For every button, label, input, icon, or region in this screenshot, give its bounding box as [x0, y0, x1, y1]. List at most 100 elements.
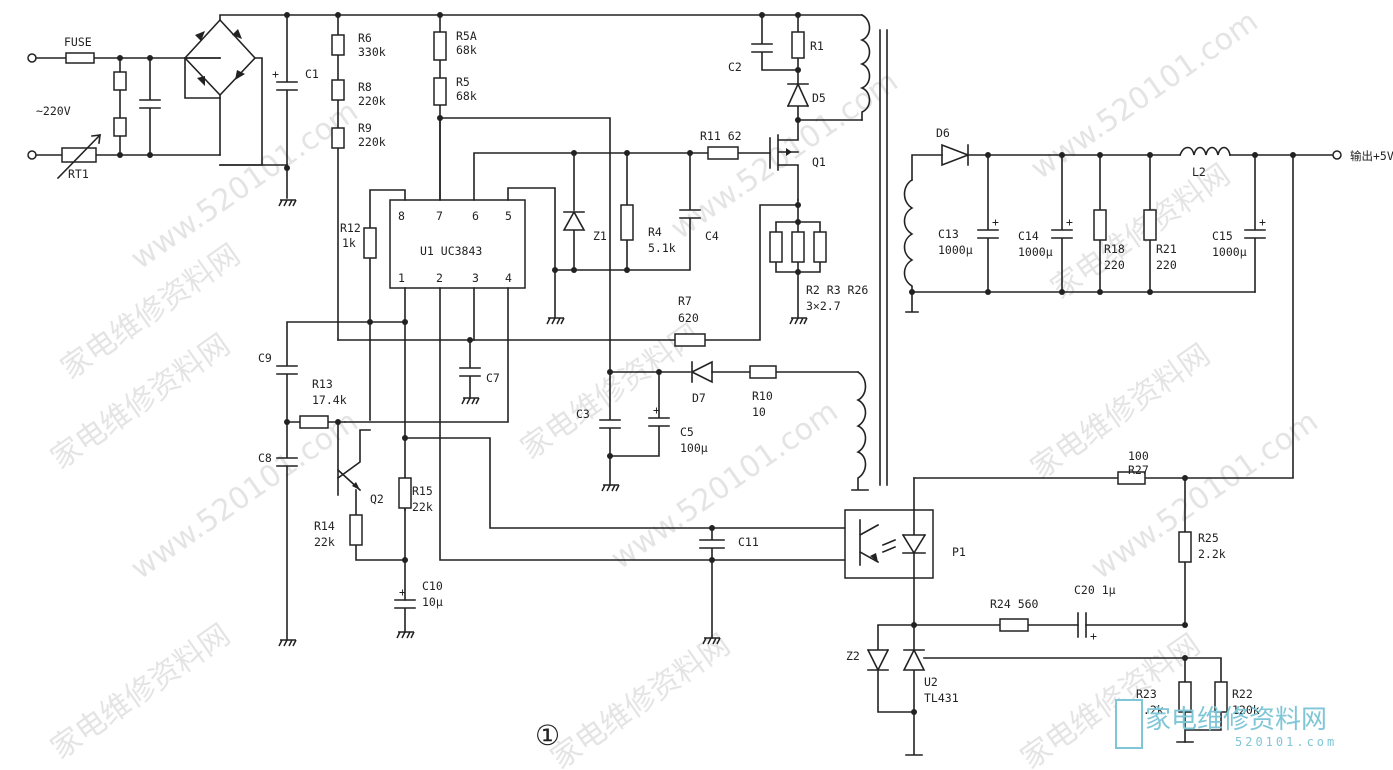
svg-text:R23: R23 [1136, 687, 1157, 701]
svg-text:R18: R18 [1104, 242, 1125, 256]
svg-text:6: 6 [472, 209, 479, 223]
svg-text:100: 100 [1128, 449, 1149, 463]
svg-text:D5: D5 [812, 91, 826, 105]
svg-text:输出+5V: 输出+5V [1350, 149, 1393, 163]
primary-snubber: C2 R1 D5 [728, 12, 888, 486]
svg-text:4: 4 [505, 271, 512, 285]
svg-text:R1: R1 [810, 39, 824, 53]
svg-text:220: 220 [1156, 258, 1177, 272]
svg-text:R5: R5 [456, 75, 470, 89]
svg-text:R25: R25 [1198, 531, 1219, 545]
svg-text:R27: R27 [1128, 463, 1149, 477]
svg-text:C5: C5 [680, 425, 694, 439]
figure-label: ① [535, 719, 560, 752]
svg-text:www.520101.com: www.520101.com [125, 404, 365, 587]
svg-text:R2 R3 R26: R2 R3 R26 [806, 283, 868, 297]
svg-text:www.520101.com: www.520101.com [665, 64, 905, 247]
svg-text:330k: 330k [358, 45, 386, 59]
svg-text:家电维修资料网: 家电维修资料网 [1025, 337, 1217, 486]
svg-text:家电维修资料网: 家电维修资料网 [1015, 627, 1207, 770]
svg-text:68k: 68k [456, 43, 477, 57]
svg-text:R5A: R5A [456, 29, 477, 43]
svg-text:C4: C4 [705, 229, 719, 243]
svg-text:1: 1 [398, 271, 405, 285]
svg-text:~220V: ~220V [36, 104, 71, 118]
svg-text:1000μ: 1000μ [1212, 245, 1247, 259]
svg-text:Q1: Q1 [812, 155, 826, 169]
svg-text:R7: R7 [678, 294, 692, 308]
svg-text:R9: R9 [358, 121, 372, 135]
svg-text:3: 3 [472, 271, 479, 285]
svg-text:8: 8 [398, 209, 405, 223]
svg-text:+: + [992, 215, 999, 229]
svg-text:7: 7 [436, 209, 443, 223]
svg-text:5: 5 [505, 209, 512, 223]
input-section: + C1 FUSE ~220V RT1 [27, 12, 863, 207]
svg-text:R21: R21 [1156, 242, 1177, 256]
svg-text:C11: C11 [738, 535, 759, 549]
svg-text:C9: C9 [258, 351, 272, 365]
svg-text:R12: R12 [340, 221, 361, 235]
svg-text:220k: 220k [358, 94, 386, 108]
svg-text:+: + [1066, 215, 1073, 229]
svg-text:100μ: 100μ [680, 441, 708, 455]
svg-text:家电维修资料网: 家电维修资料网 [1145, 705, 1327, 735]
svg-text:+: + [272, 67, 279, 81]
site-logo: 家电维修资料网 520101.com [1115, 699, 1334, 749]
svg-text:Z2: Z2 [846, 649, 860, 663]
svg-text:17.4k: 17.4k [312, 393, 347, 407]
svg-text:R24 560: R24 560 [990, 597, 1039, 611]
svg-text:+: + [1090, 629, 1097, 643]
svg-text:R13: R13 [312, 377, 333, 391]
svg-text:5.1k: 5.1k [648, 241, 676, 255]
svg-text:FUSE: FUSE [64, 35, 92, 49]
svg-text:3×2.7: 3×2.7 [806, 299, 841, 313]
svg-text:68k: 68k [456, 89, 477, 103]
svg-text:+: + [399, 585, 406, 599]
svg-text:120k: 120k [1232, 703, 1260, 717]
svg-text:www.520101.com: www.520101.com [605, 394, 845, 577]
svg-text:家电维修资料网: 家电维修资料网 [45, 617, 237, 766]
secondary-output: 输出+5V + + + D6 L2 C13 1000μ C14 1000μ R18 220… [903, 126, 1393, 313]
svg-text:1000μ: 1000μ [938, 243, 973, 257]
svg-text:22k: 22k [314, 535, 335, 549]
svg-text:+: + [1259, 215, 1266, 229]
watermark: 家电维修资料网 家电维修资料网 www.520101.com 家电维修资料网 w… [45, 4, 1325, 770]
svg-text:+: + [653, 403, 660, 417]
svg-text:www.520101.com: www.520101.com [1025, 4, 1265, 187]
svg-text:C15: C15 [1212, 229, 1233, 243]
svg-text:C1: C1 [305, 67, 319, 81]
svg-text:10: 10 [752, 405, 766, 419]
svg-text:R8: R8 [358, 80, 372, 94]
optocoupler: P1 [844, 477, 966, 626]
svg-text:C14: C14 [1018, 229, 1039, 243]
svg-text:D7: D7 [692, 391, 706, 405]
svg-text:家电维修资料网: 家电维修资料网 [545, 627, 737, 770]
svg-text:C13: C13 [938, 227, 959, 241]
svg-text:Q2: Q2 [370, 492, 384, 506]
svg-text:U2: U2 [924, 675, 938, 689]
svg-text:RT1: RT1 [68, 167, 89, 181]
svg-text:C10: C10 [422, 579, 443, 593]
svg-text:L2: L2 [1192, 165, 1206, 179]
svg-text:R4: R4 [648, 225, 662, 239]
svg-text:1k: 1k [342, 236, 356, 250]
svg-text:www.520101.com: www.520101.com [125, 94, 365, 277]
svg-text:R22: R22 [1232, 687, 1253, 701]
svg-text:620: 620 [678, 311, 699, 325]
svg-text:220k: 220k [358, 135, 386, 149]
svg-text:U1 UC3843: U1 UC3843 [420, 244, 482, 258]
svg-text:R15: R15 [412, 484, 433, 498]
svg-text:P1: P1 [952, 545, 966, 559]
svg-text:2.2k: 2.2k [1198, 547, 1226, 561]
svg-text:D6: D6 [936, 126, 950, 140]
svg-text:2: 2 [436, 271, 443, 285]
svg-text:22k: 22k [412, 500, 433, 514]
